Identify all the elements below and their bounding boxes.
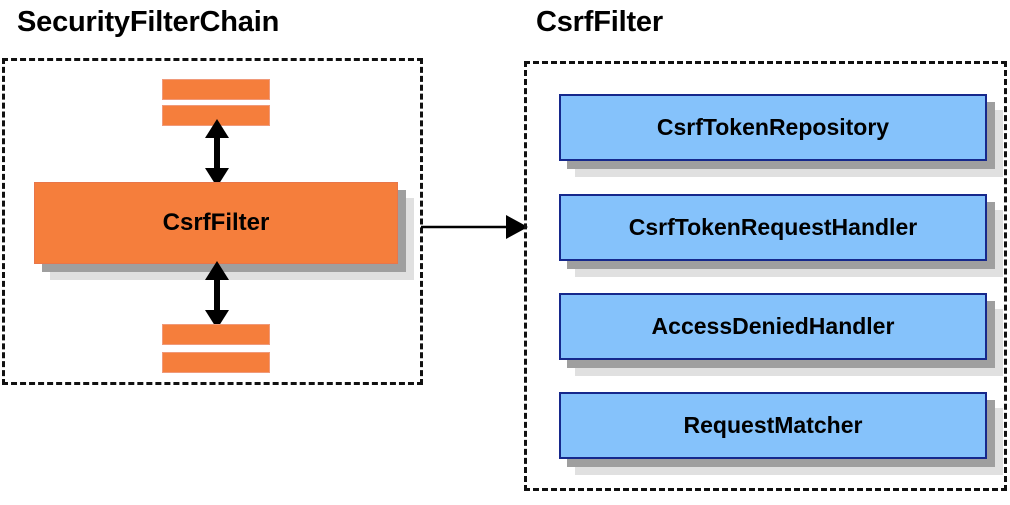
card-face: AccessDeniedHandler <box>559 293 987 360</box>
card-face: CsrfTokenRequestHandler <box>559 194 987 261</box>
collaborator-card-request-matcher[interactable]: RequestMatcher <box>559 392 1003 475</box>
collaborator-card-access-denied-handler[interactable]: AccessDeniedHandler <box>559 293 1003 376</box>
filter-sliver-top-1 <box>162 79 270 100</box>
collaborator-card-label: AccessDeniedHandler <box>651 313 895 339</box>
bidirectional-arrow-up-icon <box>205 119 229 187</box>
card-face: RequestMatcher <box>559 392 987 459</box>
security-filter-chain-container <box>2 58 423 385</box>
card-face: CsrfFilter <box>34 182 398 264</box>
collaborator-card-label: RequestMatcher <box>683 412 863 438</box>
csrf-filter-box[interactable]: CsrfFilter <box>34 182 414 280</box>
collaborator-card-label: CsrfTokenRequestHandler <box>628 214 918 240</box>
filter-sliver-bottom-2 <box>162 352 270 373</box>
card-face: CsrfTokenRepository <box>559 94 987 161</box>
collaborator-card-csrf-token-request-handler[interactable]: CsrfTokenRequestHandler <box>559 194 1003 277</box>
page-title-security-filter-chain: SecurityFilterChain <box>17 6 280 38</box>
connector-arrow-right-icon <box>421 215 528 239</box>
collaborator-card-label: CsrfTokenRepository <box>656 114 890 140</box>
filter-sliver-bottom-1 <box>162 324 270 345</box>
csrf-filter-container <box>524 61 1007 491</box>
csrf-filter-box-label: CsrfFilter <box>162 209 270 236</box>
bidirectional-arrow-down-icon <box>205 261 229 329</box>
page-title-csrf-filter: CsrfFilter <box>536 6 663 38</box>
collaborator-card-csrf-token-repository[interactable]: CsrfTokenRepository <box>559 94 1003 177</box>
